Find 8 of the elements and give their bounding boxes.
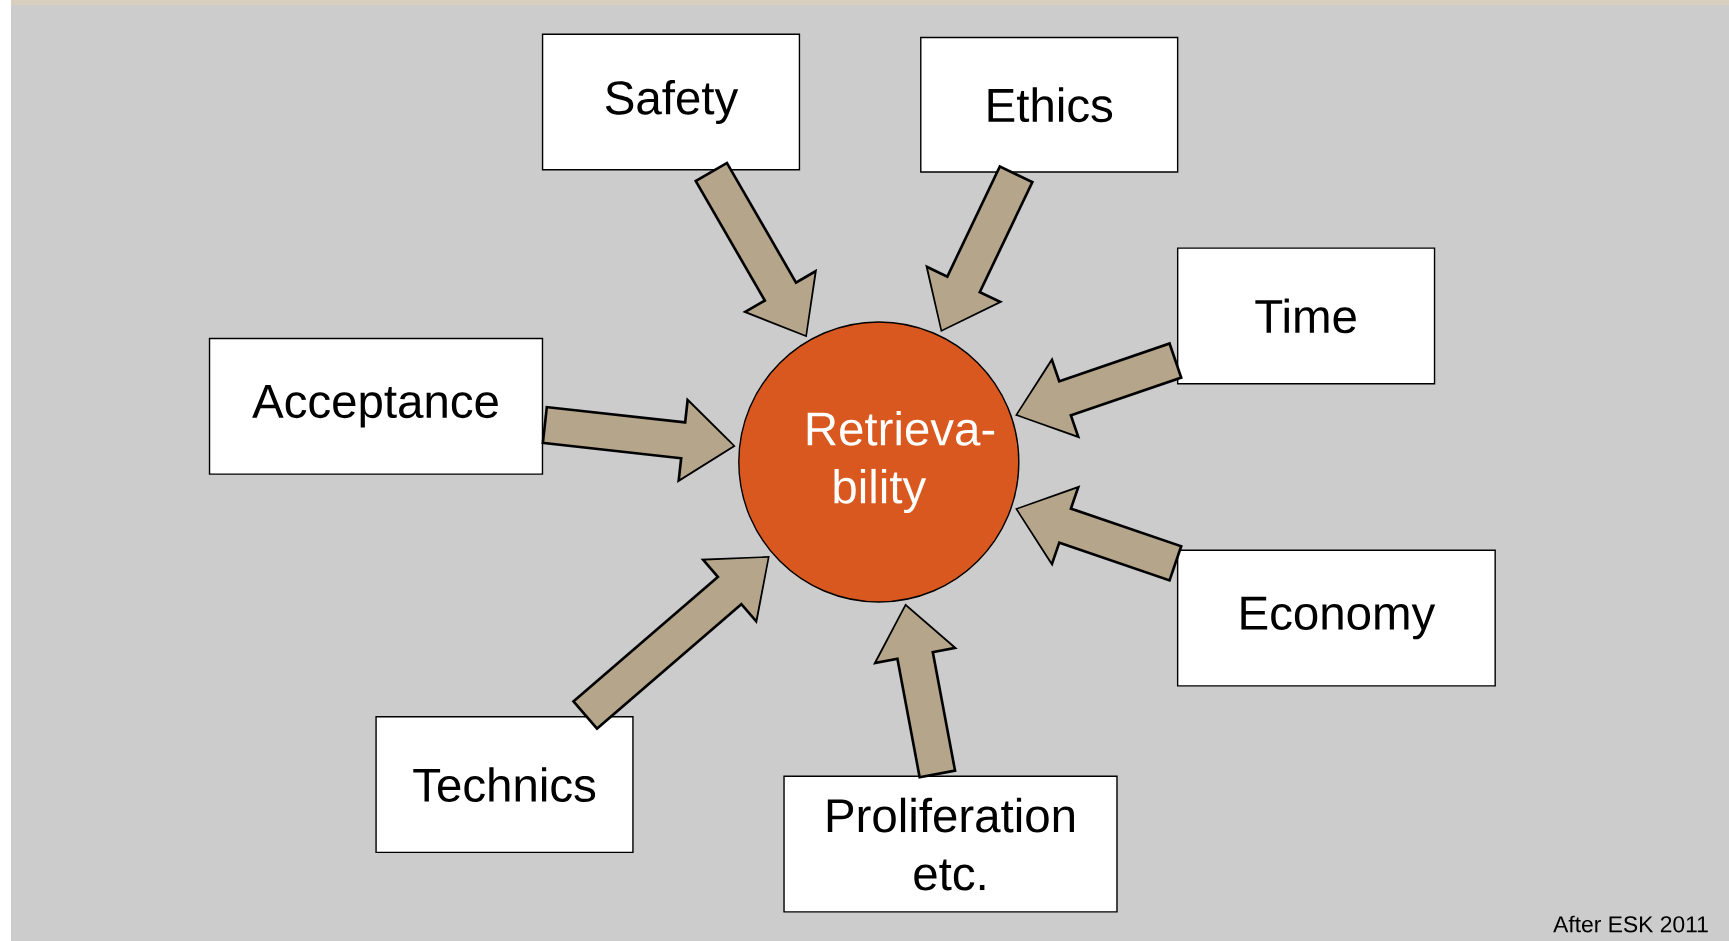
credit-note: After ESK 2011 bbox=[1553, 915, 1708, 933]
label-box: Economy bbox=[1176, 549, 1496, 687]
label-box: Safety bbox=[541, 33, 801, 171]
label-box: Ethics bbox=[920, 36, 1179, 173]
label-box: Acceptance bbox=[208, 337, 544, 475]
label-box: Technics bbox=[375, 716, 634, 854]
label-box: Proliferation etc. bbox=[783, 775, 1118, 913]
label-box: Time bbox=[1176, 247, 1436, 385]
